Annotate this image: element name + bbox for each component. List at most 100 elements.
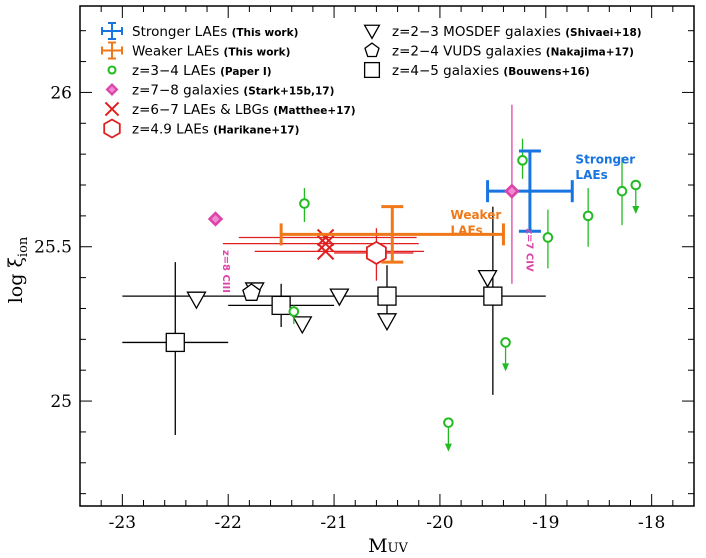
plot-area — [79, 5, 695, 507]
series-z-7-8-galaxies — [207, 104, 520, 284]
legend-label-text: z=2−4 VUDS galaxies — [392, 44, 546, 60]
annotation-label: LAEs — [575, 168, 607, 182]
legend-label: z=3−4 LAEs (Paper I) — [132, 63, 272, 79]
x-tick-label: -22 — [215, 513, 242, 533]
legend-label-ref: (Bouwens+16) — [503, 66, 589, 78]
x-tick-label: -21 — [320, 513, 347, 533]
legend-item: z=4−5 galaxies (Bouwens+16) — [363, 61, 590, 79]
square-marker — [363, 61, 381, 79]
legend-label-ref: (Harikane+17) — [213, 125, 299, 137]
square-marker — [377, 286, 397, 306]
upper-limit-arrow-head — [632, 206, 640, 215]
x-marker-stroke — [316, 234, 335, 253]
triangle-marker — [376, 313, 398, 332]
diamond-marker-inner — [108, 86, 116, 93]
circle-marker — [630, 179, 642, 191]
legend-label-text: Stronger LAEs — [132, 24, 232, 40]
square-marker — [271, 295, 291, 316]
data-marks — [122, 104, 642, 452]
circle-marker — [299, 198, 310, 209]
circle-marker — [616, 185, 628, 197]
legend-item: Stronger LAEs (This work) — [101, 22, 298, 40]
legend: Stronger LAEs (This work)Weaker LAEs (Th… — [101, 22, 642, 139]
annotation-label: z=7 CIV — [524, 228, 535, 272]
legend-item: z=2−3 MOSDEF galaxies (Shivaei+18) — [363, 24, 642, 40]
circle-marker — [443, 417, 454, 428]
annotation-label: z=8 CIII — [220, 250, 231, 293]
legend-label-ref: (Paper I) — [220, 66, 271, 78]
pentagon-marker — [242, 283, 261, 301]
pentagon-marker — [364, 42, 380, 58]
legend-item: z=6−7 LAEs & LBGs (Matthee+17) — [104, 101, 356, 118]
x-axis-title-sub: UV — [388, 541, 409, 556]
series-z-6-7-laes-lbgs — [222, 228, 425, 261]
triangle-marker — [186, 291, 207, 310]
legend-label: Weaker LAEs (This work) — [132, 44, 290, 60]
x-tick-label: -19 — [532, 513, 559, 533]
x-tick-label: -18 — [638, 513, 665, 533]
legend-label-text: z=4.9 LAEs — [132, 122, 213, 138]
triangle-marker — [363, 24, 381, 40]
series-z-4-5-galaxies — [122, 206, 546, 436]
series-z-2-4-vuds-galaxies — [242, 283, 261, 301]
legend-label: Stronger LAEs (This work) — [132, 24, 298, 40]
axes: -23 -22 -21 -20 -19 -18 25 25.5 26 — [34, 6, 695, 533]
legend-item: z=7−8 galaxies (Stark+15b,17) — [105, 83, 334, 99]
circle-marker — [107, 65, 117, 75]
x-tick-label: -20 — [426, 513, 453, 533]
series-stronger-laes — [486, 149, 574, 233]
upper-limit-arrow-head — [444, 443, 452, 452]
legend-label-ref: (Shivaei+18) — [565, 27, 641, 39]
circle-marker — [582, 210, 594, 222]
y-tick-label: 25 — [50, 392, 72, 412]
annotation-label: LAEs — [451, 223, 483, 237]
series-z-2-3-mosdef-galaxies — [186, 269, 498, 335]
legend-label-ref: (Nakajima+17) — [546, 47, 634, 59]
axis-titles: MUV log ξion — [5, 236, 409, 557]
legend-item: z=4.9 LAEs (Harikane+17) — [103, 118, 299, 139]
legend-label: z=4−5 galaxies (Bouwens+16) — [392, 63, 590, 79]
legend-item: z=3−4 LAEs (Paper I) — [107, 63, 272, 79]
circle-marker — [542, 232, 554, 243]
legend-label-text: z=6−7 LAEs & LBGs — [132, 102, 273, 118]
square-marker — [165, 332, 185, 353]
series-weaker-laes — [279, 205, 505, 264]
y-tick-label: 26 — [50, 83, 72, 103]
legend-item: z=2−4 VUDS galaxies (Nakajima+17) — [364, 42, 634, 60]
legend-label-text: z=7−8 galaxies — [132, 83, 243, 99]
annotation-label: Stronger — [575, 152, 635, 166]
legend-label-ref: (This work) — [232, 27, 299, 39]
series-z-4-9-laes — [334, 228, 414, 281]
x-tick-label: -23 — [109, 513, 136, 533]
upper-limit-arrow-head — [502, 363, 510, 372]
annotation-label: Weaker — [451, 208, 502, 222]
circle-marker — [517, 155, 528, 166]
legend-label-ref: (Stark+15b,17) — [243, 86, 334, 98]
legend-label: z=6−7 LAEs & LBGs (Matthee+17) — [132, 102, 356, 118]
x-marker-stroke — [316, 242, 335, 261]
legend-label: z=7−8 galaxies (Stark+15b,17) — [132, 83, 334, 99]
legend-label-ref: (Matthee+17) — [273, 105, 355, 117]
legend-label-text: z=4−5 galaxies — [392, 63, 503, 79]
plot-frame — [79, 5, 695, 507]
x-marker-stroke — [316, 228, 335, 247]
y-axis-title-sub: ion — [16, 236, 31, 257]
legend-label-text: z=3−4 LAEs — [132, 63, 220, 79]
legend-label-text: Weaker LAEs — [132, 44, 224, 60]
legend-label: z=2−4 VUDS galaxies (Nakajima+17) — [392, 44, 634, 60]
legend-item: Weaker LAEs (This work) — [101, 41, 290, 60]
diamond-marker-inner — [507, 187, 516, 196]
hexagon-marker — [103, 118, 121, 139]
triangle-marker — [329, 288, 350, 307]
diamond-marker-inner — [211, 214, 220, 223]
series-z-3-4-laes — [288, 138, 642, 452]
x-axis-title: MUV — [368, 535, 408, 557]
circle-marker — [500, 337, 511, 348]
legend-label-ref: (This work) — [224, 47, 291, 59]
y-tick-label: 25.5 — [34, 238, 72, 258]
y-axis-title: log ξion — [5, 236, 31, 303]
x-marker-stroke — [104, 101, 120, 117]
